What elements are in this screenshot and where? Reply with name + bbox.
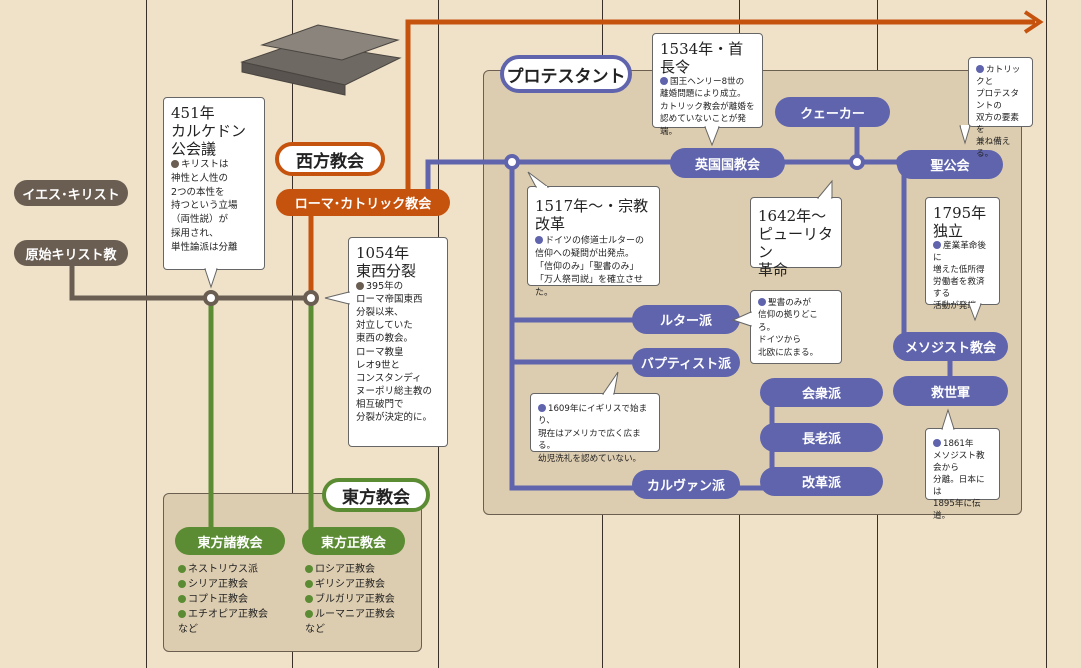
bullet-icon xyxy=(178,580,186,588)
node-reformed[interactable]: 改革派 xyxy=(760,467,883,496)
callout-puritan-revolution: 1642年～ ピューリタン 革命 xyxy=(750,197,842,279)
list-item: シリア正教会 xyxy=(178,577,268,592)
bullet-icon xyxy=(178,610,186,618)
list-item: ギリシア正教会 xyxy=(305,577,395,592)
callout-methodist-independence: 1795年 独立 産業革命後に 増えた低所得 労働者を救済する 活動が発端。 xyxy=(925,197,1000,311)
bullet-icon xyxy=(933,439,941,447)
callout-baptist-note: 1609年にイギリスで始まり、 現在はアメリカで広く広まる。 幼児洗礼を認めてい… xyxy=(530,393,660,464)
divider xyxy=(146,0,147,668)
bullet-icon xyxy=(538,404,546,412)
list-item: コプト正教会 xyxy=(178,592,268,607)
bullet-icon xyxy=(305,565,313,573)
bullet-icon xyxy=(758,298,766,306)
list-etc: など xyxy=(178,624,198,635)
callout-episcopal-note: カトリックと プロテスタントの 双方の要素を 兼ね備える。 xyxy=(968,57,1033,159)
divider xyxy=(292,0,293,668)
callout-lutheran-note: 聖書のみが 信仰の拠りどころ。 ドイツから 北欧に広まる。 xyxy=(750,290,842,364)
node-primitive-christianity[interactable]: 原始キリスト教 xyxy=(14,240,128,266)
list-item: ブルガリア正教会 xyxy=(305,592,395,607)
node-lutheran[interactable]: ルター派 xyxy=(632,305,740,334)
book-illustration xyxy=(240,24,402,96)
bullet-icon xyxy=(535,236,543,244)
bullet-icon xyxy=(356,282,364,290)
orthodox-church-list: ロシア正教会 ギリシア正教会 ブルガリア正教会 ルーマニア正教会 など xyxy=(305,562,395,637)
node-methodist[interactable]: メソジスト教会 xyxy=(893,332,1008,361)
node-congregational[interactable]: 会衆派 xyxy=(760,378,883,407)
list-item: ネストリウス派 xyxy=(178,562,268,577)
node-salvation-army[interactable]: 救世軍 xyxy=(893,376,1008,406)
list-item: エチオピア正教会 xyxy=(178,607,268,622)
list-etc: など xyxy=(305,624,325,635)
node-quaker[interactable]: クェーカー xyxy=(775,97,890,127)
node-church-of-england[interactable]: 英国国教会 xyxy=(670,148,785,178)
bullet-icon xyxy=(660,77,668,85)
bullet-icon xyxy=(976,65,984,73)
node-calvinist[interactable]: カルヴァン派 xyxy=(632,470,740,499)
list-item: ルーマニア正教会 xyxy=(305,607,395,622)
bullet-icon xyxy=(178,565,186,573)
callout-chalcedon: 451年 カルケドン 公会議 キリストは 神性と人性の 2つの本性を 持つという… xyxy=(163,97,265,270)
node-presbyterian[interactable]: 長老派 xyxy=(760,423,883,452)
divider xyxy=(1046,0,1047,668)
node-jesus-christ[interactable]: イエス･キリスト xyxy=(14,180,128,206)
bullet-icon xyxy=(933,241,941,249)
node-baptist[interactable]: バプティスト派 xyxy=(632,348,740,377)
eastern-area xyxy=(163,493,422,652)
bullet-icon xyxy=(305,610,313,618)
list-item: ロシア正教会 xyxy=(305,562,395,577)
oriental-church-list: ネストリウス派 シリア正教会 コプト正教会 エチオピア正教会 など xyxy=(178,562,268,637)
node-episcopal[interactable]: 聖公会 xyxy=(897,150,1003,179)
bullet-icon xyxy=(305,595,313,603)
node-roman-catholic[interactable]: ローマ･カトリック教会 xyxy=(276,189,450,216)
bullet-icon xyxy=(178,595,186,603)
eastern-church-label: 東方教会 xyxy=(322,478,430,512)
callout-great-schism: 1054年 東西分裂 395年の ローマ帝国東西 分裂以来、 対立していた 東西… xyxy=(348,237,448,447)
bullet-icon xyxy=(305,580,313,588)
callout-act-of-supremacy: 1534年・首長令 国王ヘンリー8世の 離婚問題により成立。 カトリック教会が離… xyxy=(652,33,763,137)
protestant-label: プロテスタント xyxy=(500,55,632,93)
callout-salvation-army-note: 1861年 メソジスト教会から 分離。日本には 1895年に伝道。 xyxy=(925,428,1000,521)
callout-reformation: 1517年～・宗教改革 ドイツの修道士ルターの 信仰への疑問が出発点。 「信仰の… xyxy=(527,186,660,298)
node-eastern-orthodox[interactable]: 東方正教会 xyxy=(302,527,405,555)
western-church-label: 西方教会 xyxy=(275,142,385,176)
node-oriental-churches[interactable]: 東方諸教会 xyxy=(175,527,285,555)
bullet-icon xyxy=(171,160,179,168)
